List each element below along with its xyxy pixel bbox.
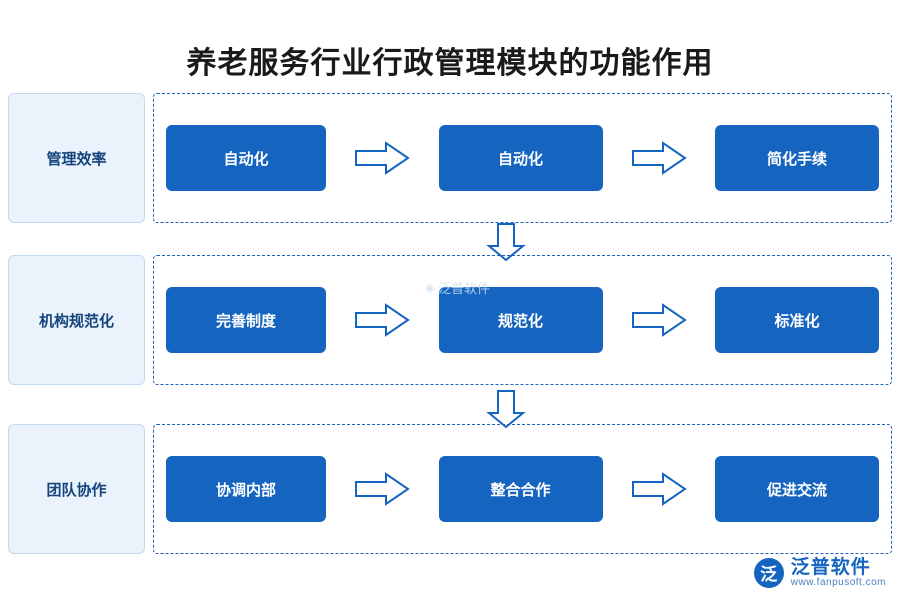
stage-box-1-3[interactable]: 简化手续 — [715, 125, 879, 191]
brand-logo-icon: 泛 — [753, 557, 784, 588]
arrow-right-outline-icon — [631, 303, 687, 337]
brand-url-en: www.fanpusoft.com — [790, 576, 886, 588]
diagram-row-management-efficiency: 管理效率 自动化 自动化 简化手续 — [8, 93, 892, 223]
row-dashed-container-3: 协调内部 整合合作 促进交流 — [153, 424, 892, 554]
arrow-right-outline-icon — [354, 472, 411, 506]
arrow-down-outline-icon — [486, 222, 526, 262]
row-dashed-container-2: 完善制度 规范化 标准化 — [153, 255, 892, 385]
diagram-row-institution-standardization: 机构规范化 完善制度 规范化 标准化 — [8, 255, 892, 385]
arrow-right-outline-icon — [631, 472, 687, 506]
row-label-1: 管理效率 — [8, 93, 145, 223]
stage-box-2-1[interactable]: 完善制度 — [166, 287, 326, 353]
stage-box-3-3[interactable]: 促进交流 — [715, 456, 879, 522]
brand-watermark: 泛 泛普软件 www.fanpusoft.com — [753, 556, 886, 588]
arrow-right-outline-icon — [631, 141, 687, 175]
diagram-row-team-collaboration: 团队协作 协调内部 整合合作 促进交流 — [8, 424, 892, 554]
stage-box-3-1[interactable]: 协调内部 — [166, 456, 326, 522]
page-title: 养老服务行业行政管理模块的功能作用 — [186, 47, 714, 80]
brand-text: 泛普软件 www.fanpusoft.com — [790, 556, 886, 588]
row-dashed-container-1: 自动化 自动化 简化手续 — [153, 93, 892, 223]
stage-box-1-1[interactable]: 自动化 — [166, 125, 326, 191]
row-label-3: 团队协作 — [8, 424, 145, 554]
arrow-right-outline-icon — [354, 141, 411, 175]
stage-box-1-2[interactable]: 自动化 — [438, 125, 603, 191]
stage-box-2-3[interactable]: 标准化 — [715, 287, 879, 353]
stage-box-2-2[interactable]: 规范化 — [438, 287, 603, 353]
brand-name-cn: 泛普软件 — [790, 556, 871, 578]
arrow-down-outline-icon — [486, 389, 526, 429]
arrow-right-outline-icon — [354, 303, 411, 337]
stage-box-3-2[interactable]: 整合合作 — [438, 456, 603, 522]
row-label-2: 机构规范化 — [8, 255, 145, 385]
